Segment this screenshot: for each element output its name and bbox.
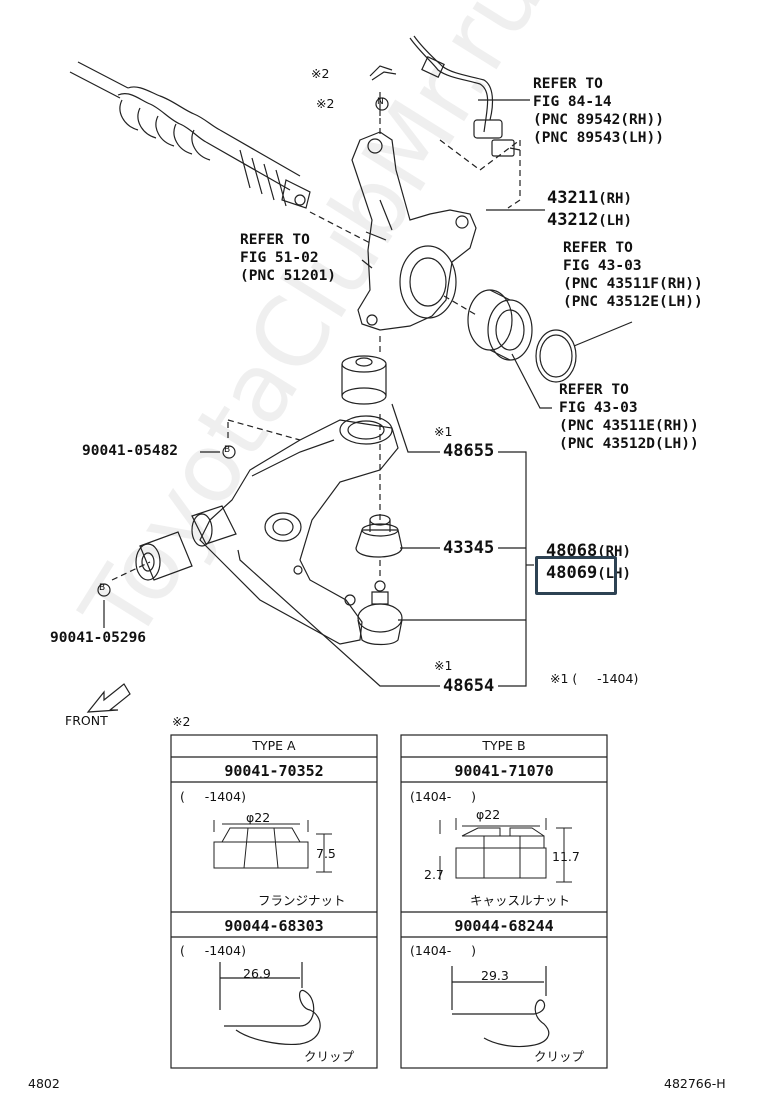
- footer-page-code: 4802: [28, 1076, 60, 1091]
- type-a-clip-range: ( -1404): [180, 943, 246, 958]
- n-mark: N: [377, 97, 384, 107]
- front-arrow-icon: [86, 683, 131, 713]
- type-b-clip-range: (1404- ): [410, 943, 476, 958]
- type-a-nut-range: ( -1404): [180, 789, 246, 804]
- type-b-nut-part[interactable]: 90041-71070: [454, 762, 554, 780]
- ref-fig43b-line2[interactable]: FIG 43-03: [559, 400, 638, 416]
- ref-fig43b-line1[interactable]: REFER TO: [559, 382, 629, 398]
- ref-fig43a-line4: (PNC 43512E(LH)): [563, 294, 703, 310]
- type-a-clip-caption: クリップ: [304, 1049, 355, 1064]
- part-90041-05296[interactable]: 90041-05296: [50, 630, 147, 646]
- type-b-nut-diameter: φ22: [476, 807, 501, 822]
- type-a-nut-part[interactable]: 90041-70352: [224, 762, 324, 780]
- b-mark-circle-2: [97, 583, 111, 597]
- part-48654[interactable]: 48654: [443, 676, 495, 696]
- type-b-nut-caption: キャッスルナット: [470, 893, 571, 908]
- part-48069-highlight: [535, 556, 617, 595]
- bushing-43345-drawing: [355, 514, 403, 558]
- drive-shaft-drawing: [69, 61, 311, 209]
- b-mark-2: B: [99, 583, 106, 593]
- callout-lines: [103, 99, 633, 687]
- ref-fig43a-line1[interactable]: REFER TO: [563, 240, 633, 256]
- type-a-nut-caption: フランジナット: [258, 893, 346, 908]
- flange-nut-drawing: [213, 820, 332, 873]
- part-90041-05482[interactable]: 90041-05482: [82, 443, 179, 459]
- speed-sensor-drawing: [409, 35, 521, 157]
- snap-ring-drawing: [535, 329, 577, 383]
- type-b-clip-part[interactable]: 90044-68244: [454, 917, 554, 935]
- ref-fig51-line3: (PNC 51201): [240, 268, 337, 284]
- hub-bearing-drawing: [467, 289, 533, 361]
- footnote-1: ※1 ( -1404): [550, 671, 639, 686]
- note-2-mark: ※2: [311, 66, 330, 81]
- clip-b-drawing: [451, 966, 550, 1048]
- type-table-lines: [170, 734, 608, 1069]
- footer-figure-code: 482766-H: [664, 1076, 726, 1091]
- note-1-mark-2: ※1: [434, 658, 453, 673]
- clip-a-drawing: [219, 962, 321, 1045]
- n-mark-circle: [375, 97, 389, 111]
- part-43211[interactable]: 43211(RH): [547, 188, 632, 208]
- part-43212[interactable]: 43212(LH): [547, 210, 632, 230]
- note-2-mark-2: ※2: [316, 96, 335, 111]
- ref-fig84-line4: (PNC 89543(LH)): [533, 130, 664, 146]
- b-mark: B: [224, 445, 231, 455]
- ref-fig43a-line2[interactable]: FIG 43-03: [563, 258, 642, 274]
- b-mark-circle: [222, 445, 236, 459]
- ref-fig51-line1[interactable]: REFER TO: [240, 232, 310, 248]
- type-a-clip-part[interactable]: 90044-68303: [224, 917, 324, 935]
- type-b-nut-low: 2.7: [424, 867, 444, 882]
- part-48655[interactable]: 48655: [443, 441, 495, 461]
- cotter-pin-drawing: [369, 65, 397, 116]
- type-a-nut-height: 7.5: [316, 846, 336, 861]
- ref-fig84-line2[interactable]: FIG 84-14: [533, 94, 612, 110]
- type-a-header: TYPE A: [252, 738, 296, 753]
- type-b-nut-height: 11.7: [552, 849, 580, 864]
- steering-knuckle-drawing: [351, 131, 477, 331]
- type-b-nut-range: (1404- ): [410, 789, 476, 804]
- ref-fig43b-line4: (PNC 43512D(LH)): [559, 436, 699, 452]
- type-a-clip-width: 26.9: [243, 966, 271, 981]
- castle-nut-drawing: [439, 818, 572, 883]
- bushing-48655-drawing: [339, 355, 393, 445]
- part-43345[interactable]: 43345: [443, 538, 495, 558]
- type-b-header: TYPE B: [482, 738, 526, 753]
- ref-fig43b-line3: (PNC 43511E(RH)): [559, 418, 699, 434]
- front-bushing-drawing: [135, 505, 237, 581]
- type-a-nut-diameter: φ22: [246, 810, 271, 825]
- ref-fig84-line3: (PNC 89542(RH)): [533, 112, 664, 128]
- table-note-2: ※2: [172, 714, 191, 729]
- ref-fig84-line1[interactable]: REFER TO: [533, 76, 603, 92]
- type-b-clip-width: 29.3: [481, 968, 509, 983]
- front-label: FRONT: [65, 713, 108, 728]
- dashed-leaders: [111, 118, 521, 581]
- note-1-mark: ※1: [434, 424, 453, 439]
- type-b-clip-caption: クリップ: [534, 1049, 585, 1064]
- ball-joint-drawing: [357, 580, 403, 646]
- ref-fig43a-line3: (PNC 43511F(RH)): [563, 276, 703, 292]
- ref-fig51-line2[interactable]: FIG 51-02: [240, 250, 319, 266]
- lower-control-arm-drawing: [199, 419, 399, 645]
